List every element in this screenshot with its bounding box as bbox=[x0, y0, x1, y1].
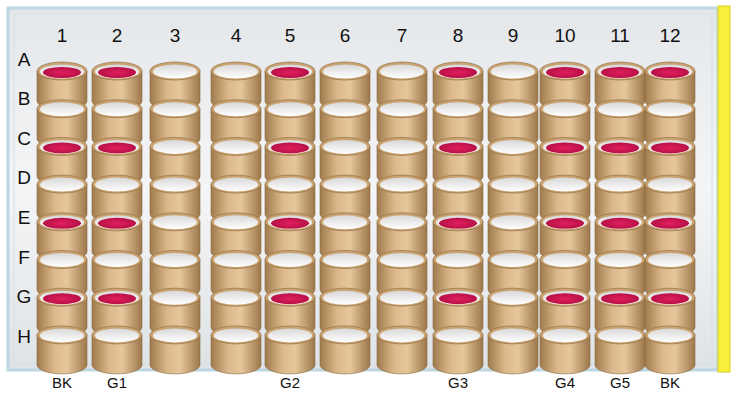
sample-liquid bbox=[439, 67, 477, 78]
sample-liquid bbox=[43, 67, 81, 78]
sample-liquid bbox=[546, 293, 584, 304]
column-number: 3 bbox=[170, 26, 181, 45]
group-label: G4 bbox=[555, 375, 575, 390]
column-number: 7 bbox=[397, 26, 408, 45]
sample-liquid bbox=[546, 142, 584, 153]
column-number: 8 bbox=[453, 26, 464, 45]
sample-liquid bbox=[601, 218, 639, 229]
sample-liquid bbox=[271, 142, 309, 153]
well bbox=[377, 326, 427, 374]
sample-liquid bbox=[601, 142, 639, 153]
plate-inner-edge bbox=[14, 14, 712, 364]
row-letter: H bbox=[17, 327, 31, 346]
sample-liquid bbox=[98, 293, 136, 304]
sample-liquid bbox=[601, 67, 639, 78]
row-letter: A bbox=[18, 50, 31, 69]
group-label: BK bbox=[660, 375, 680, 390]
row-letter: C bbox=[17, 129, 31, 148]
well bbox=[92, 326, 142, 374]
sample-liquid bbox=[651, 67, 689, 78]
row-letter: G bbox=[17, 287, 32, 306]
sample-liquid bbox=[651, 218, 689, 229]
group-label: G3 bbox=[448, 375, 468, 390]
sample-liquid bbox=[651, 142, 689, 153]
sample-liquid bbox=[439, 293, 477, 304]
sample-liquid bbox=[98, 142, 136, 153]
sample-liquid bbox=[43, 218, 81, 229]
well bbox=[433, 326, 483, 374]
sample-liquid bbox=[546, 67, 584, 78]
well bbox=[150, 326, 200, 374]
row-letter: F bbox=[18, 248, 30, 267]
sample-liquid bbox=[546, 218, 584, 229]
sample-liquid bbox=[601, 293, 639, 304]
sample-liquid bbox=[43, 293, 81, 304]
sample-liquid bbox=[651, 293, 689, 304]
sample-liquid bbox=[271, 293, 309, 304]
well bbox=[540, 326, 590, 374]
sample-liquid bbox=[43, 142, 81, 153]
group-label: G5 bbox=[610, 375, 630, 390]
column-number: 12 bbox=[659, 26, 680, 45]
plate-side bbox=[718, 6, 730, 372]
sample-liquid bbox=[439, 218, 477, 229]
sample-liquid bbox=[271, 218, 309, 229]
sample-liquid bbox=[439, 142, 477, 153]
group-label: G1 bbox=[107, 375, 127, 390]
row-letter: B bbox=[18, 89, 31, 108]
sample-liquid bbox=[98, 67, 136, 78]
column-number: 1 bbox=[57, 26, 68, 45]
well bbox=[37, 326, 87, 374]
column-number: 11 bbox=[610, 26, 630, 45]
column-number: 9 bbox=[508, 26, 519, 45]
row-letter: D bbox=[17, 168, 31, 187]
group-label: BK bbox=[52, 375, 72, 390]
sample-liquid bbox=[98, 218, 136, 229]
well bbox=[645, 326, 695, 374]
column-number: 10 bbox=[554, 26, 575, 45]
well bbox=[320, 326, 370, 374]
row-letter: E bbox=[18, 208, 31, 227]
well bbox=[488, 326, 538, 374]
column-number: 4 bbox=[231, 26, 242, 45]
sample-liquid bbox=[271, 67, 309, 78]
column-number: 6 bbox=[340, 26, 351, 45]
column-number: 2 bbox=[112, 26, 123, 45]
well bbox=[211, 326, 261, 374]
plate-frame bbox=[8, 8, 718, 370]
well bbox=[595, 326, 645, 374]
group-label: G2 bbox=[280, 375, 300, 390]
well bbox=[265, 326, 315, 374]
column-number: 5 bbox=[285, 26, 296, 45]
